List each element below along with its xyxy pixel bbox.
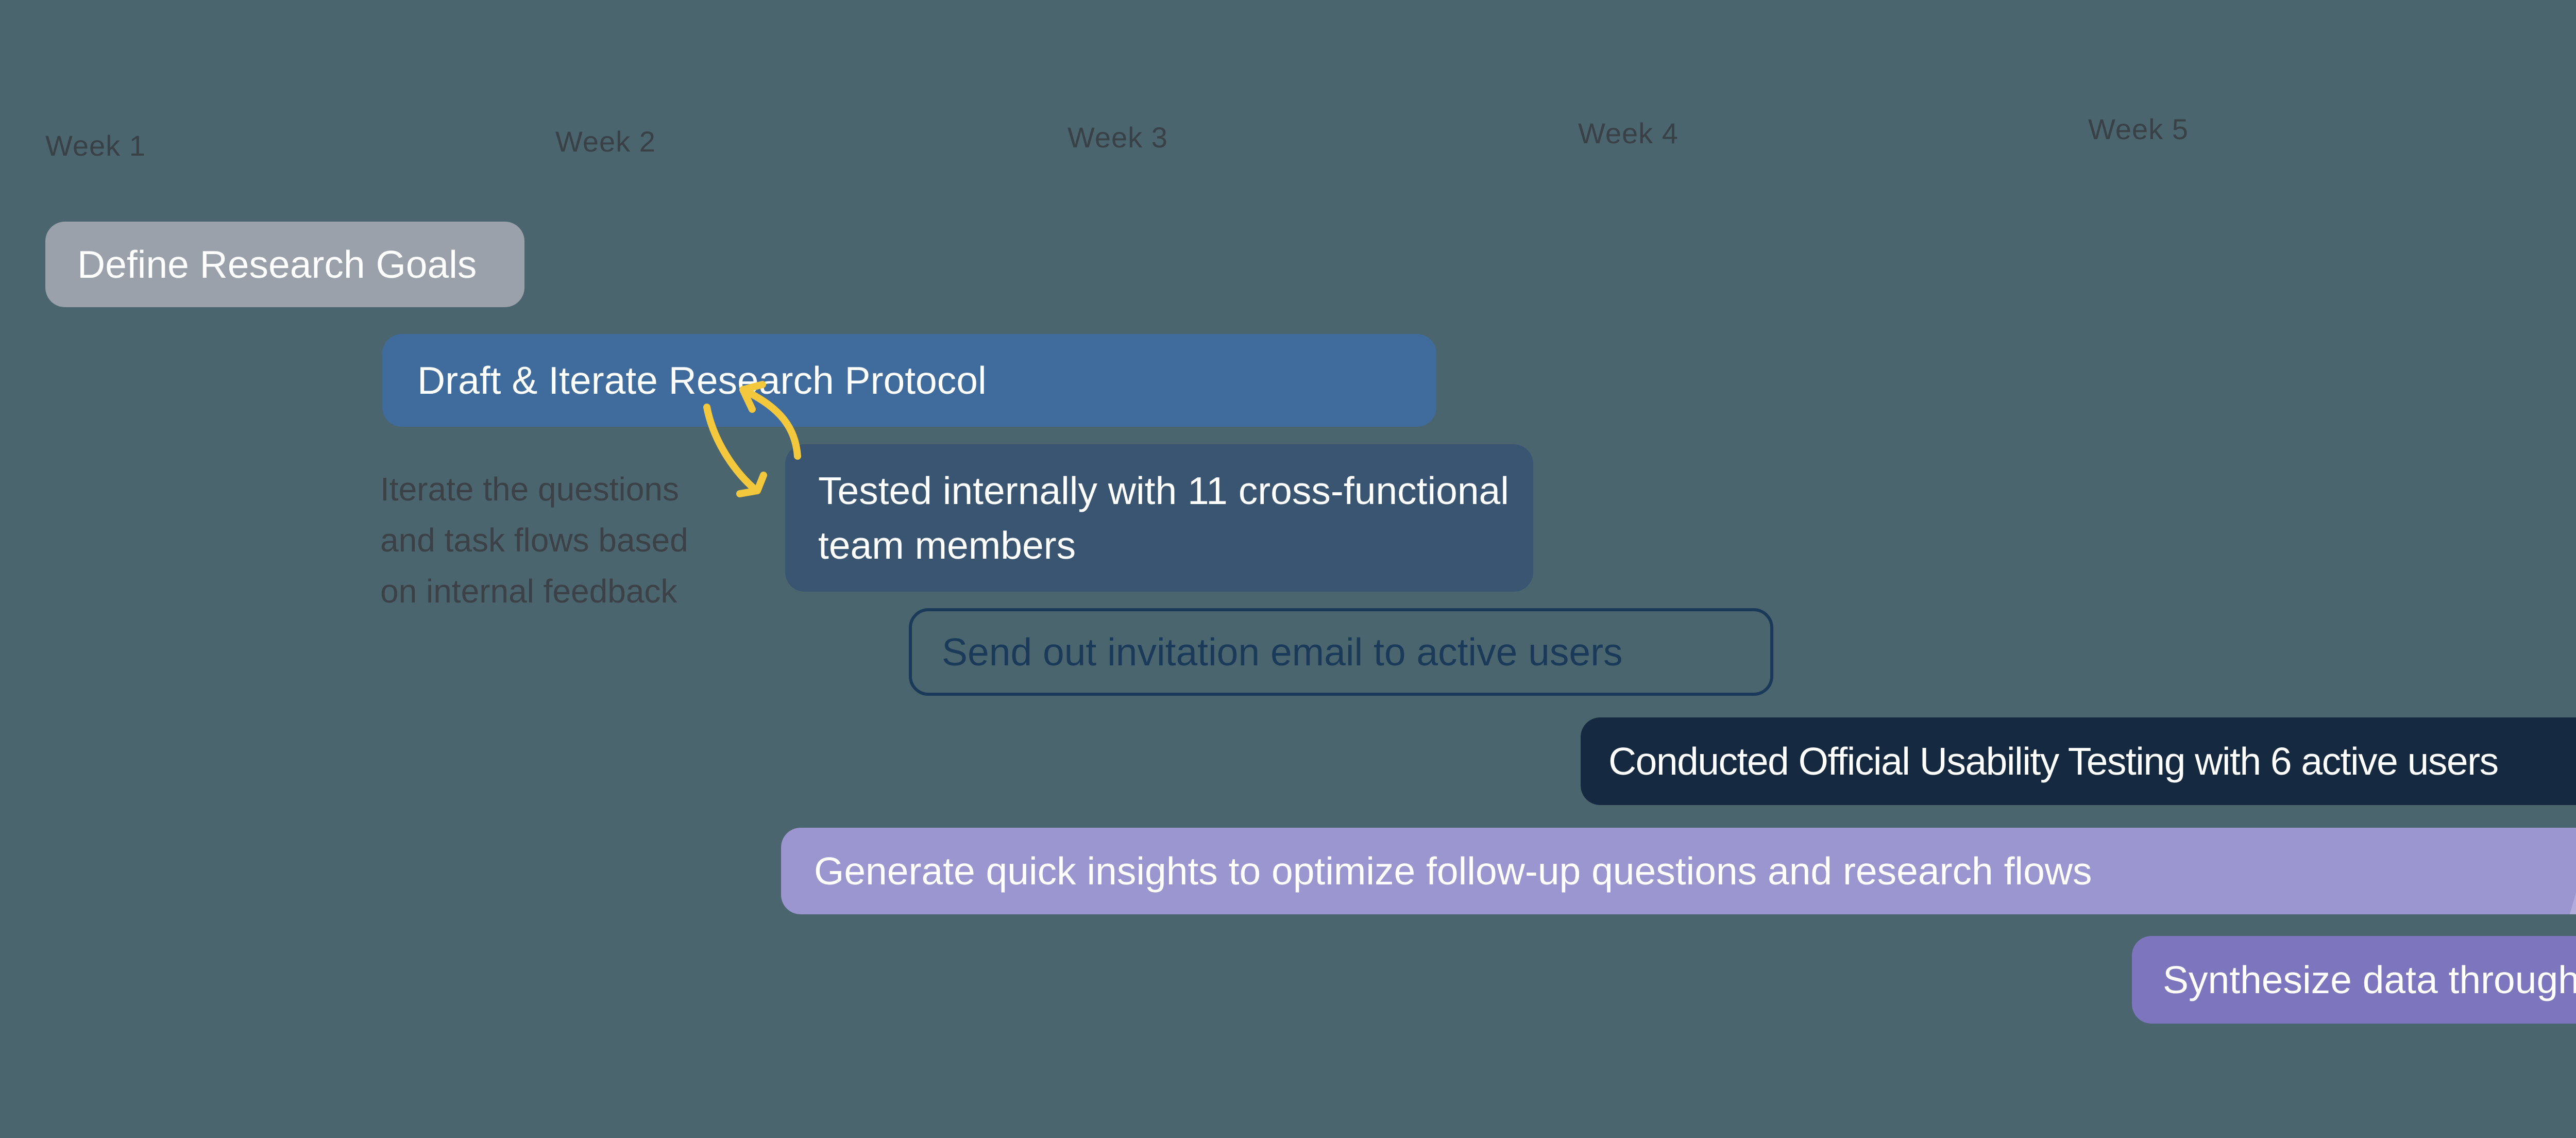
task-label: Tested internally with 11 cross-function…	[818, 469, 1509, 567]
cycle-arrow-down-shaft	[703, 404, 759, 493]
task-bar-conducted-usability-testing[interactable]: Conducted Official Usability Testing wit…	[1581, 717, 2576, 805]
week-2-label: Week 2	[555, 125, 656, 158]
week-1-label: Week 1	[45, 129, 146, 162]
task-label: Synthesize data through affinity diagram…	[2163, 958, 2576, 1001]
task-label: Draft & Iterate Research Protocol	[417, 359, 987, 402]
iterate-cycle-arrow-icon	[703, 381, 801, 497]
task-label: Define Research Goals	[77, 243, 477, 286]
task-label: Conducted Official Usability Testing wit…	[1608, 740, 2499, 783]
task-bar-generate-quick-insights[interactable]: Generate quick insights to optimize foll…	[781, 828, 2576, 914]
week-5-label: Week 5	[2088, 113, 2189, 145]
cycle-arrow-up-shaft	[743, 388, 801, 460]
cycle-arrow-up-head	[739, 381, 766, 413]
week-3-label: Week 3	[1067, 121, 1168, 154]
task-bar-send-invitation-email[interactable]: Send out invitation email to active user…	[909, 608, 1773, 696]
task-bar-synthesize-data[interactable]: Synthesize data through affinity diagram…	[2132, 936, 2576, 1024]
week-4-label: Week 4	[1578, 117, 1679, 149]
task-bar-define-research-goals[interactable]: Define Research Goals	[45, 222, 524, 307]
task-label: Generate quick insights to optimize foll…	[814, 849, 2092, 893]
task-bar-draft-iterate-research-protocol[interactable]: Draft & Iterate Research Protocol	[382, 334, 1436, 427]
task-label: Send out invitation email to active user…	[942, 630, 1623, 674]
iteration-note-text: Iterate the questions and task flows bas…	[380, 471, 688, 610]
cycle-arrow-down-head	[736, 472, 767, 497]
task-bar-tested-internally[interactable]: Tested internally with 11 cross-function…	[785, 444, 1533, 592]
